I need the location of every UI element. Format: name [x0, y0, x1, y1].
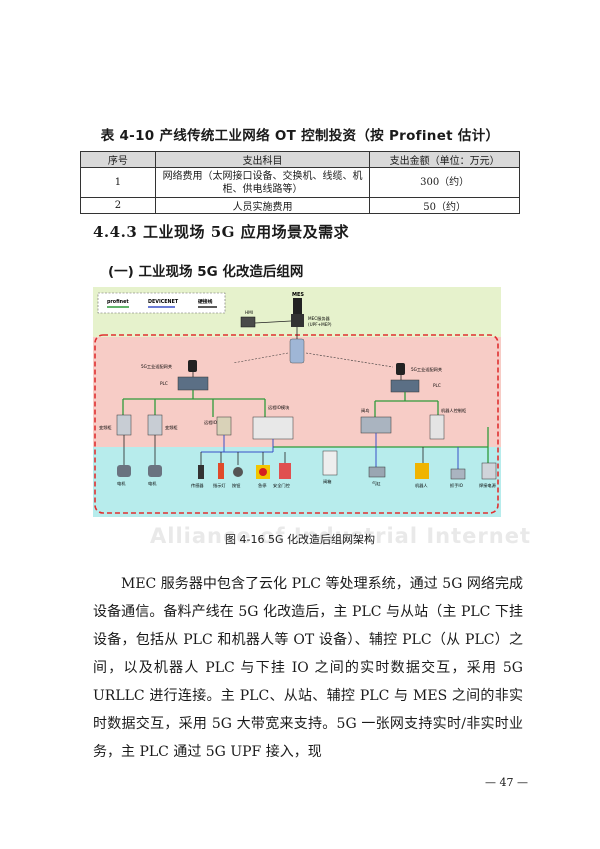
gripper-io-label: 抓手IO [450, 482, 464, 489]
table-header-row: 序号 支出科目 支出金额（单位：万元） [80, 151, 520, 168]
5g-zone-border [94, 334, 499, 514]
robot-controller-icon [429, 414, 445, 440]
plc-left-icon [177, 376, 209, 391]
table-title: 表 4-10 产线传统工业网络 OT 控制投资（按 Profinet 估计） [100, 128, 500, 144]
weld-power-label: 焊接电源 [479, 482, 497, 489]
legend-profinet: profinet [107, 299, 129, 305]
header-index: 序号 [80, 151, 156, 168]
safety-door-label: 安全门控 [273, 482, 291, 489]
valve-box-icon [322, 450, 338, 476]
button-label: 按钮 [232, 482, 240, 489]
table-cell: 300（约） [369, 167, 520, 198]
investment-table: 序号 支出科目 支出金额（单位：万元） 1 网络费用（太网接口设备、交换机、线缆… [80, 151, 520, 214]
table-cell: 网络费用（太网接口设备、交换机、线缆、机柜、供电线路等） [154, 167, 371, 198]
mes-server-icon [293, 298, 302, 314]
network-architecture-diagram: profinet DEVICENET 硬接线 MES MEC服务器 (UPF+M… [93, 287, 501, 517]
plc-left-label: PLC [160, 381, 168, 386]
gateway-right-icon [396, 363, 405, 375]
motor-1-label: 电机 [117, 480, 126, 487]
mec-label: MEC服务器 [308, 315, 331, 322]
mec-sub-label: (UPF+MEP) [308, 322, 332, 327]
body-paragraph: MEC 服务器中包含了云化 PLC 等处理系统，通过 5G 网络完成设备通信。备… [93, 576, 523, 760]
robot-ctrl-label: 机器人控制柜 [441, 407, 466, 414]
gripper-io-icon [450, 468, 466, 480]
robot-label: 机器人 [415, 482, 428, 489]
gateway-left-label: 5G工业适配网关 [141, 363, 172, 370]
estop-label: 急停 [258, 482, 266, 489]
inverter-2-label: 变频柜 [165, 424, 178, 431]
motor-1-icon [117, 465, 131, 477]
remote-io-module-label: 远程IO模块 [268, 404, 290, 411]
legend-box [97, 292, 226, 314]
cylinder-label: 气缸 [372, 480, 381, 486]
legend-devicenet: DEVICENET [148, 299, 179, 305]
table-cell: 人员实施费用 [154, 197, 371, 214]
header-item: 支出科目 [154, 151, 371, 168]
section-subheading: (一) 工业现场 5G 化改造后组网 [108, 264, 304, 280]
table-cell: 50（约） [369, 197, 520, 214]
table-row: 1 网络费用（太网接口设备、交换机、线缆、机柜、供电线路等） 300（约） [80, 167, 520, 198]
plc-right-icon [390, 379, 420, 393]
motor-2-label: 电机 [148, 480, 157, 487]
hmi-icon [240, 316, 256, 328]
robot-icon [415, 463, 429, 479]
sensor-label: 传感器 [191, 482, 204, 489]
gateway-right-label: 5G工业适配网关 [411, 366, 442, 373]
remote-io-left-icon [216, 416, 232, 436]
section-heading: 4.4.3 工业现场 5G 应用场景及需求 [93, 223, 350, 241]
motor-2-icon [148, 465, 162, 477]
table-cell: 1 [80, 167, 156, 198]
valve-box-label: 阀箱 [323, 478, 331, 485]
remote-io-left-label: 远程IO [204, 419, 218, 426]
remote-io-module-icon [252, 416, 294, 440]
valve-icon [360, 416, 392, 434]
safety-door-icon [279, 463, 291, 479]
bottom-band [93, 447, 501, 517]
plc-right-label: PLC [433, 383, 441, 388]
hmi-label: HMI [245, 310, 253, 315]
sensor-icon [198, 465, 204, 479]
inverter-cabinet-2-icon [147, 414, 163, 436]
mec-server-icon [291, 314, 304, 327]
inverter-cabinet-1-icon [116, 414, 132, 436]
figure-caption: 图 4-16 5G 化改造后组网架构 [225, 533, 375, 546]
header-amount: 支出金额（单位：万元） [369, 151, 520, 168]
indicator-icon [218, 463, 224, 479]
base-station-icon [289, 338, 305, 364]
watermark: Alliance of Industrial Internet [150, 524, 531, 548]
inverter-1-label: 变频柜 [99, 424, 112, 431]
table-row: 2 人员实施费用 50（约） [80, 197, 520, 214]
weld-power-icon [481, 462, 497, 480]
mes-label: MES [292, 292, 304, 298]
indicator-label: 指示灯 [213, 482, 226, 489]
page-number: — 47 — [485, 776, 528, 789]
table-cell: 2 [80, 197, 156, 214]
valve-label: 阀岛 [361, 407, 369, 414]
button-icon [233, 467, 243, 477]
legend-hardwire: 硬接线 [198, 298, 213, 305]
cylinder-icon [368, 466, 386, 478]
gateway-left-icon [188, 360, 197, 372]
